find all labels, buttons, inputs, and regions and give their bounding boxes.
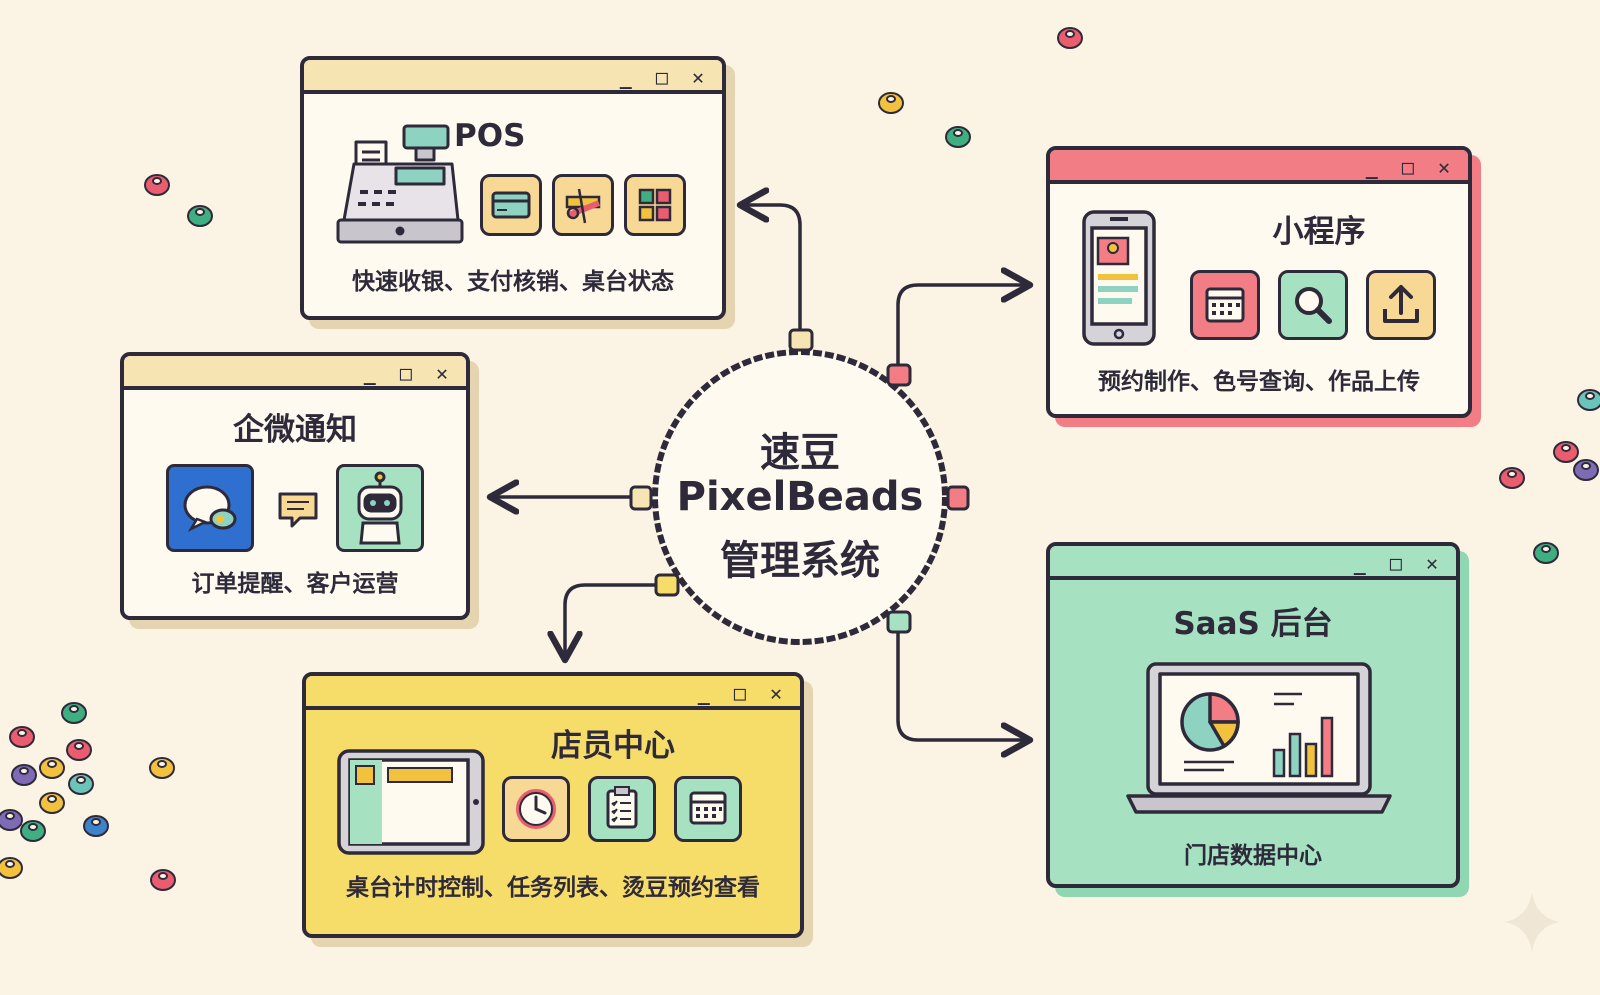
upload-icon[interactable] [1366,270,1436,340]
bead-icon [20,820,46,842]
hub-title-line2: PixelBeads [676,474,924,520]
bead-icon [1057,27,1083,49]
hub-title-line3: 管理系统 [720,538,880,584]
miniprogram-window[interactable]: _ □ ✕ 小程序 预约制作、色号查询、作品上传 [1046,146,1472,418]
table-grid-icon[interactable] [624,174,686,236]
bead-icon [66,739,92,761]
chat-bubbles-icon[interactable] [166,464,254,552]
arrow-to-saas [896,623,1030,740]
hub-connector-node [946,485,970,511]
wecom-caption: 订单提醒、客户运营 [191,571,399,597]
wecom-titlebar: _ □ ✕ [124,356,466,390]
bead-icon [1553,441,1579,463]
window-controls[interactable]: _ □ ✕ [697,681,788,705]
hub-title-line1: 速豆 [760,430,840,476]
connector-arrows [490,205,1030,740]
sparkle-icon [1504,892,1560,952]
pos-caption: 快速收银、支付核销、桌台状态 [352,269,674,295]
bead-icon [144,174,170,196]
bead-icon [39,792,65,814]
window-controls[interactable]: _ □ ✕ [1353,551,1444,575]
bead-icon [61,702,87,724]
staff-window[interactable]: _ □ ✕ 店员中心 桌台计时控制、任务列表、烫豆预约查看 [302,672,804,938]
hub-connector-node [654,573,680,597]
window-controls[interactable]: _ □ ✕ [619,65,710,89]
pos-title: POS [454,118,526,154]
miniprogram-caption: 预约制作、色号查询、作品上传 [1098,369,1420,395]
clock-icon[interactable] [502,776,570,842]
bead-icon [9,726,35,748]
window-controls[interactable]: _ □ ✕ [1365,155,1456,179]
bead-icon [68,773,94,795]
robot-icon[interactable] [336,464,424,552]
bead-icon [39,757,65,779]
saas-window[interactable]: _ □ ✕ SaaS 后台 门店数据中心 [1046,542,1460,888]
tablet-icon [337,749,485,855]
hub-connector-node [629,485,653,511]
miniprogram-titlebar: _ □ ✕ [1050,150,1468,184]
arrow-to-miniprogram [896,285,1030,372]
pos-window[interactable]: _ □ ✕ POS 快速收银、支付核销、桌台状态 [300,56,726,320]
magnifier-icon[interactable] [1278,270,1348,340]
cash-register-icon [336,124,464,244]
checklist-icon[interactable] [588,776,656,842]
miniprogram-title: 小程序 [1272,214,1366,250]
window-controls[interactable]: _ □ ✕ [363,361,454,385]
bead-icon [1533,542,1559,564]
hub-connector-node [788,328,814,352]
bead-icon [0,809,23,831]
saas-title: SaaS 后台 [1173,606,1333,642]
arrow-to-pos [740,205,802,332]
bead-icon [0,857,23,879]
bead-icon [1577,389,1600,411]
voucher-scissors-icon[interactable] [552,174,614,236]
bead-icon [149,757,175,779]
scattered-beads [0,27,1600,891]
staff-titlebar: _ □ ✕ [306,676,800,710]
smartphone-icon [1082,210,1156,346]
laptop-dashboard-icon [1126,662,1392,814]
bead-icon [878,92,904,114]
staff-caption: 桌台计时控制、任务列表、烫豆预约查看 [346,875,760,901]
calendar-icon[interactable] [674,776,742,842]
saas-titlebar: _ □ ✕ [1050,546,1456,580]
bead-icon [187,205,213,227]
bead-icon [83,815,109,837]
arrow-to-staff [565,583,667,660]
hub-connector-node [886,610,912,634]
calendar-icon[interactable] [1190,270,1260,340]
bead-icon [945,126,971,148]
bead-icon [1499,467,1525,489]
staff-title: 店员中心 [551,728,675,764]
bead-icon [1573,459,1599,481]
hub-connector-node [886,363,912,387]
saas-caption: 门店数据中心 [1184,843,1322,869]
wecom-title: 企微通知 [233,412,357,448]
credit-card-icon[interactable] [480,174,542,236]
wecom-window[interactable]: _ □ ✕ 企微通知 订单提醒、客户运营 [120,352,470,620]
hub-circle [629,328,970,645]
pos-titlebar: _ □ ✕ [304,60,722,94]
bead-icon [11,764,37,786]
bead-icon [150,869,176,891]
message-icon [278,492,318,528]
